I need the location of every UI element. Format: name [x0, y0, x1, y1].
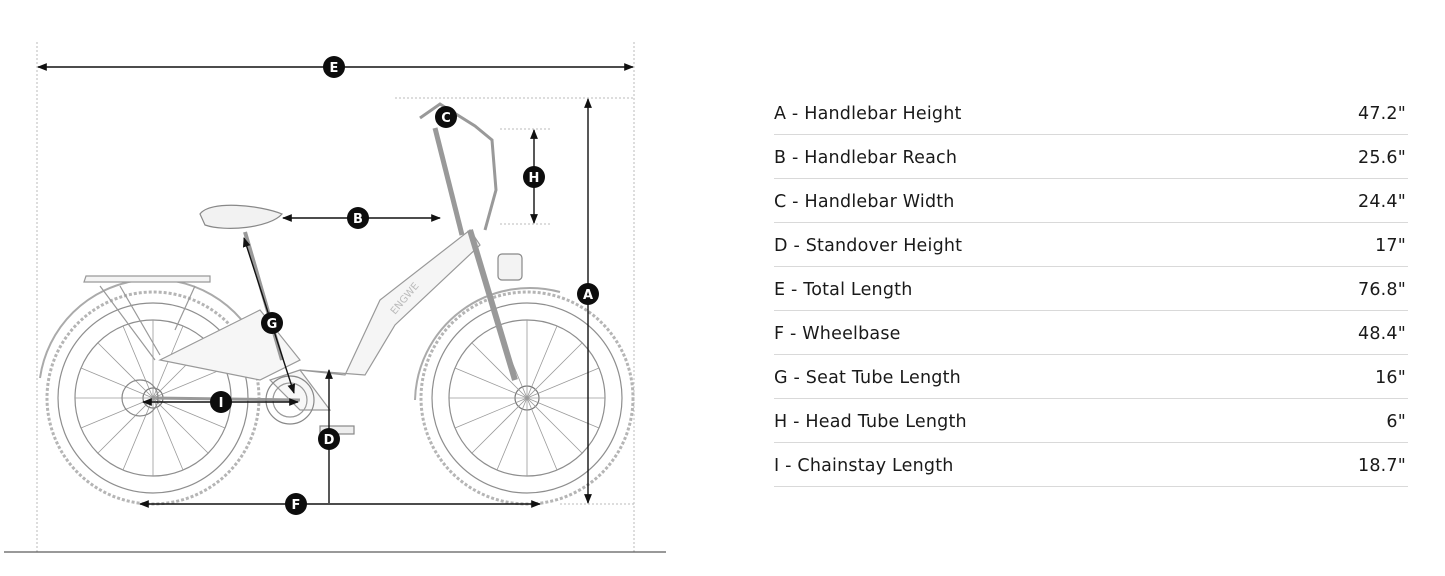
svg-text:E: E [330, 61, 339, 76]
badge-a: A [577, 283, 599, 305]
badge-h: H [523, 166, 545, 188]
svg-text:I: I [219, 396, 224, 411]
spec-row-handlebar-reach: B - Handlebar Reach 25.6" [774, 135, 1408, 179]
spec-row-seat-tube-length: G - Seat Tube Length 16" [774, 355, 1408, 399]
spec-value: 24.4" [1357, 191, 1406, 212]
svg-text:F: F [292, 498, 301, 513]
spec-label: D - Standover Height [774, 235, 963, 256]
front-wheel [419, 290, 635, 506]
spec-row-handlebar-height: A - Handlebar Height 47.2" [774, 92, 1408, 135]
svg-text:C: C [441, 111, 451, 126]
spec-value: 18.7" [1357, 455, 1406, 476]
spec-label: A - Handlebar Height [774, 104, 962, 124]
spec-label: G - Seat Tube Length [774, 367, 961, 388]
svg-text:A: A [583, 288, 593, 303]
badge-g: G [261, 312, 283, 334]
spec-label: E - Total Length [774, 279, 913, 300]
spec-value: 16" [1375, 367, 1406, 388]
svg-text:H: H [529, 171, 540, 186]
badge-b: B [347, 207, 369, 229]
badge-e: E [323, 56, 345, 78]
badge-f: F [285, 493, 307, 515]
svg-text:B: B [353, 212, 363, 227]
spec-label: B - Handlebar Reach [774, 147, 958, 168]
spec-value: 48.4" [1357, 323, 1406, 344]
geometry-spec-table: A - Handlebar Height 47.2" B - Handlebar… [774, 92, 1408, 487]
bike-geometry-diagram: ENGWE E C H B A G I D [4, 42, 666, 553]
badge-d: D [318, 428, 340, 450]
spec-value: 6" [1386, 411, 1406, 432]
spec-label: F - Wheelbase [774, 323, 901, 344]
spec-row-wheelbase: F - Wheelbase 48.4" [774, 311, 1408, 355]
spec-label: C - Handlebar Width [774, 191, 955, 212]
spec-value: 17" [1375, 235, 1406, 256]
spec-row-chainstay-length: I - Chainstay Length 18.7" [774, 443, 1408, 487]
badge-c: C [435, 106, 457, 128]
spec-row-total-length: E - Total Length 76.8" [774, 267, 1408, 311]
reference-lines [36, 42, 635, 552]
badge-i: I [210, 391, 232, 413]
spec-value: 76.8" [1357, 279, 1406, 300]
spec-value: 25.6" [1357, 147, 1406, 168]
spec-row-handlebar-width: C - Handlebar Width 24.4" [774, 179, 1408, 223]
spec-row-standover-height: D - Standover Height 17" [774, 223, 1408, 267]
spec-label: I - Chainstay Length [774, 455, 954, 476]
svg-text:G: G [267, 317, 278, 332]
spec-row-head-tube-length: H - Head Tube Length 6" [774, 399, 1408, 443]
spec-value: 47.2" [1357, 104, 1406, 124]
svg-text:D: D [324, 433, 335, 448]
spec-label: H - Head Tube Length [774, 411, 967, 432]
